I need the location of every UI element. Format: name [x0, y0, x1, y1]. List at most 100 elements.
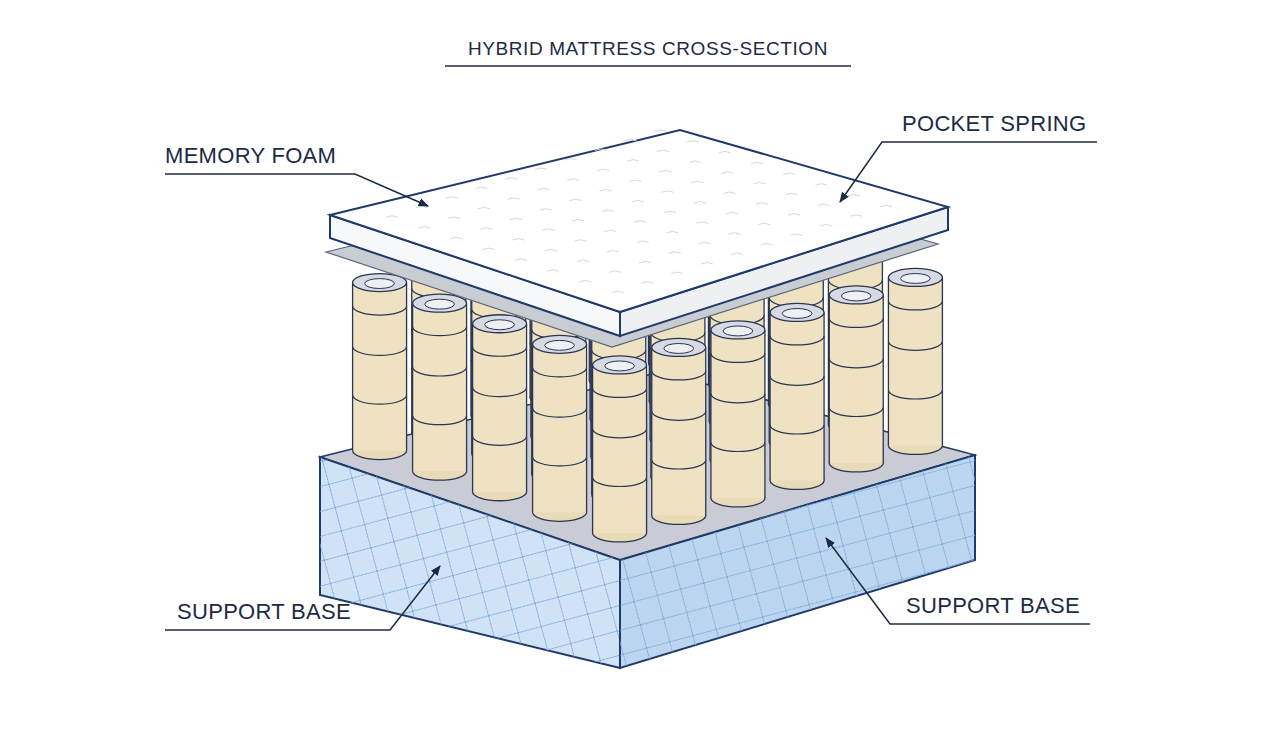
foam-mark [654, 130, 666, 132]
foam-mark [478, 207, 490, 209]
spring-coil [901, 274, 931, 284]
foam-mark [612, 291, 624, 293]
spring-band [353, 346, 407, 355]
foam-mark [545, 249, 557, 251]
foam-mark [880, 205, 892, 207]
spring-coil [605, 361, 635, 371]
pocket-spring [711, 321, 765, 507]
foam-mark [627, 160, 639, 162]
spring-coil [425, 299, 455, 309]
foam-mark [788, 214, 800, 216]
foam-mark [475, 187, 487, 189]
spring-edge [652, 347, 706, 515]
foam-mark [513, 239, 525, 241]
foam-mark [547, 270, 559, 272]
spring-band [473, 388, 527, 397]
foam-mark [510, 218, 522, 220]
spring-band [770, 336, 824, 345]
spring-band [593, 388, 647, 397]
foam-mark [416, 206, 428, 208]
foam-mark [540, 209, 552, 211]
foam-mark [791, 234, 803, 236]
foam-mark [604, 230, 616, 232]
spring-edge [353, 283, 407, 451]
spring-body [770, 312, 824, 480]
spring-edge [413, 303, 467, 471]
part-label: POCKET SPRING [902, 111, 1086, 137]
spring-edge [473, 324, 527, 492]
foam-mark [480, 228, 492, 230]
leader-line [165, 566, 440, 630]
foam-mark [756, 203, 768, 205]
foam-mark [664, 211, 676, 213]
foam-mark [597, 169, 609, 171]
spring-band [533, 408, 587, 417]
spring-band [888, 390, 942, 399]
foam-mark [719, 151, 731, 153]
foam-mark [602, 210, 614, 212]
spring-band [652, 460, 706, 469]
foam-mark [515, 259, 527, 261]
leader-line [840, 142, 1097, 202]
foam-mark [629, 180, 641, 182]
spring-top [711, 321, 765, 339]
foam-mark [696, 222, 708, 224]
spring-body [711, 330, 765, 498]
spring-band [770, 376, 824, 385]
foam-mark [508, 198, 520, 200]
foam-mark [535, 168, 547, 170]
foam-mark [818, 204, 830, 206]
spring-edge [593, 365, 647, 533]
spring-edge [711, 330, 765, 498]
spring-band [353, 395, 407, 404]
spring-body [652, 347, 706, 515]
pocket-spring [353, 274, 407, 460]
foam-mark [641, 282, 653, 284]
leader-line [165, 174, 428, 206]
spring-coil [365, 279, 395, 289]
spring-coil [485, 320, 515, 330]
spring-band [829, 318, 883, 327]
foam-mark [570, 199, 582, 201]
title-underline [445, 65, 851, 67]
pocket-spring [473, 315, 527, 501]
spring-band [593, 478, 647, 487]
foam-mark [607, 251, 619, 253]
foam-mark [595, 149, 607, 151]
spring-edge [533, 344, 587, 512]
foam-top [330, 130, 948, 312]
pocket-spring [770, 303, 824, 489]
foam-mark [848, 194, 860, 196]
spring-band [888, 301, 942, 310]
foam-mark [816, 184, 828, 186]
foam-mark [632, 200, 644, 202]
foam-mark [689, 161, 701, 163]
spring-band [652, 371, 706, 380]
part-label: SUPPORT BASE [177, 599, 351, 625]
foam-mark [662, 191, 674, 193]
foam-mark [538, 188, 550, 190]
foam-mark [567, 179, 579, 181]
foam-mark [820, 224, 832, 226]
foam-mark [565, 158, 577, 160]
foam-mark [542, 229, 554, 231]
foam-mark [699, 242, 711, 244]
spring-band [770, 425, 824, 434]
foam-mark [669, 252, 681, 254]
foam-mark [483, 248, 495, 250]
spring-band [829, 359, 883, 368]
pocket-spring [413, 294, 467, 480]
spring-body [888, 277, 942, 445]
spring-body [413, 303, 467, 471]
spring-body [533, 344, 587, 512]
spring-band [711, 394, 765, 403]
foam-mark [728, 233, 740, 235]
spring-body [829, 295, 883, 463]
foam-mark [731, 253, 743, 255]
part-label: SUPPORT BASE [906, 593, 1080, 619]
spring-top [652, 338, 706, 356]
spring-coil [841, 291, 871, 301]
spring-band [353, 306, 407, 315]
foam-mark [577, 260, 589, 262]
